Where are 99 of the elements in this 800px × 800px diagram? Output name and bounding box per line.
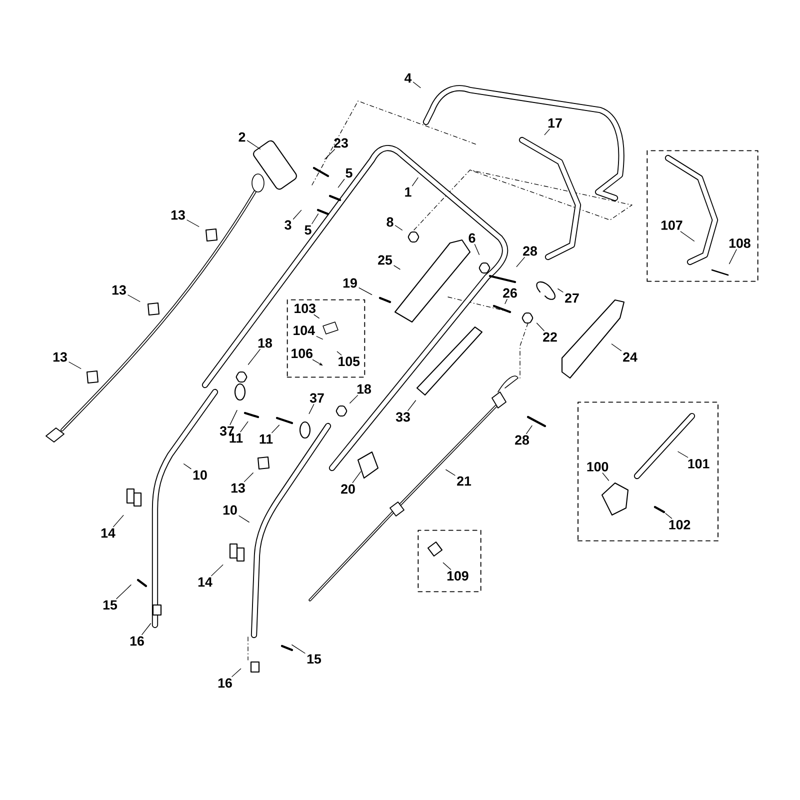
leader-line: [246, 140, 261, 150]
leader-line: [68, 362, 82, 369]
leader-line: [292, 210, 302, 220]
leader-line: [128, 294, 140, 302]
leader-line: [352, 471, 362, 484]
callout-number: 14: [198, 577, 212, 587]
callout-number: 11: [260, 434, 273, 444]
callout-number: 37: [310, 393, 324, 403]
callout-number: 5: [304, 225, 312, 235]
callout-number: 28: [523, 246, 537, 256]
callout-number: 104: [294, 326, 315, 336]
callout-number: 16: [218, 678, 232, 688]
dashed-group-frame: [286, 299, 366, 378]
callout-number: 25: [378, 255, 392, 265]
leader-line: [446, 469, 456, 476]
leader-line: [558, 288, 564, 292]
leader-line: [314, 314, 320, 319]
leader-line: [350, 395, 358, 404]
callout-number: 13: [171, 210, 185, 220]
leader-line: [474, 244, 480, 255]
leader-line: [244, 472, 254, 482]
callout-number: 24: [623, 352, 638, 362]
dashed-group-frame: [646, 150, 758, 282]
leader-line: [678, 451, 688, 458]
leader-line: [408, 400, 416, 412]
callout-number: 2: [238, 132, 246, 142]
leader-line: [336, 351, 342, 356]
leader-line: [394, 225, 403, 230]
leader-line: [504, 299, 508, 304]
callout-number: 108: [729, 238, 750, 248]
leader-line: [358, 288, 372, 296]
callout-number: 101: [688, 459, 710, 468]
callout-number: 1: [405, 187, 412, 197]
callout-number: 15: [103, 600, 118, 610]
callout-number: 103: [294, 304, 316, 314]
leader-line: [292, 644, 306, 654]
dashed-group-frame: [578, 402, 718, 542]
leader-line: [394, 265, 400, 270]
callout-number: 22: [543, 332, 557, 342]
leader-line: [308, 404, 314, 414]
leader-line: [238, 515, 250, 523]
callout-number: 19: [343, 278, 357, 288]
callout-number: 14: [101, 528, 116, 538]
callout-number: 102: [669, 520, 690, 530]
leader-line: [665, 513, 672, 519]
leader-line: [142, 623, 152, 636]
callout-number: 15: [307, 654, 322, 664]
leader-line: [442, 562, 452, 570]
callout-number: 33: [396, 412, 410, 422]
callout-number: 13: [231, 483, 245, 493]
leader-line: [412, 82, 421, 88]
leader-line: [516, 257, 525, 268]
callout-number: 3: [284, 220, 292, 230]
callout-number: 100: [587, 462, 608, 472]
leader-line: [728, 249, 737, 264]
callout-number: 106: [292, 348, 313, 358]
leader-line: [338, 178, 345, 188]
leader-line: [544, 128, 550, 136]
callout-number: 18: [357, 384, 371, 394]
dashed-group-frame: [418, 530, 482, 592]
callout-number: 28: [515, 435, 529, 445]
leader-line: [316, 336, 323, 340]
leader-line: [272, 424, 280, 434]
callout-number: 16: [130, 636, 144, 646]
callout-number: 8: [386, 217, 394, 227]
leader-line: [211, 564, 224, 576]
leader-line: [240, 421, 248, 432]
leader-line: [324, 149, 335, 160]
leader-line: [186, 220, 200, 227]
callout-number: 17: [548, 118, 562, 128]
leader-line: [602, 472, 610, 481]
callout-number: 18: [258, 338, 272, 348]
callout-number: 27: [565, 293, 579, 303]
leader-line: [230, 410, 238, 426]
callout-number: 13: [53, 352, 67, 362]
callout-number: 10: [223, 505, 237, 515]
callout-number: 21: [457, 476, 472, 486]
leader-line: [611, 344, 622, 352]
leader-line: [232, 668, 242, 678]
leader-line: [312, 214, 319, 224]
callout-number: 26: [503, 288, 517, 298]
callout-number: 13: [112, 285, 126, 295]
callout-number: 105: [338, 356, 360, 366]
leader-line: [248, 349, 260, 365]
callout-number: 10: [193, 470, 207, 480]
callout-number: 23: [334, 138, 348, 148]
callout-number: 109: [447, 571, 468, 581]
callout-number: 5: [346, 168, 352, 178]
leader-line: [116, 584, 132, 600]
leader-line: [536, 322, 544, 332]
callout-number: 107: [661, 220, 682, 230]
leader-line: [183, 464, 192, 470]
leader-line: [680, 231, 695, 242]
callout-number: 6: [468, 233, 476, 243]
leader-line: [526, 425, 532, 434]
callout-number: 20: [341, 484, 355, 494]
callout-number: 4: [404, 73, 412, 83]
leader-line: [113, 514, 124, 528]
leader-line: [412, 177, 418, 186]
